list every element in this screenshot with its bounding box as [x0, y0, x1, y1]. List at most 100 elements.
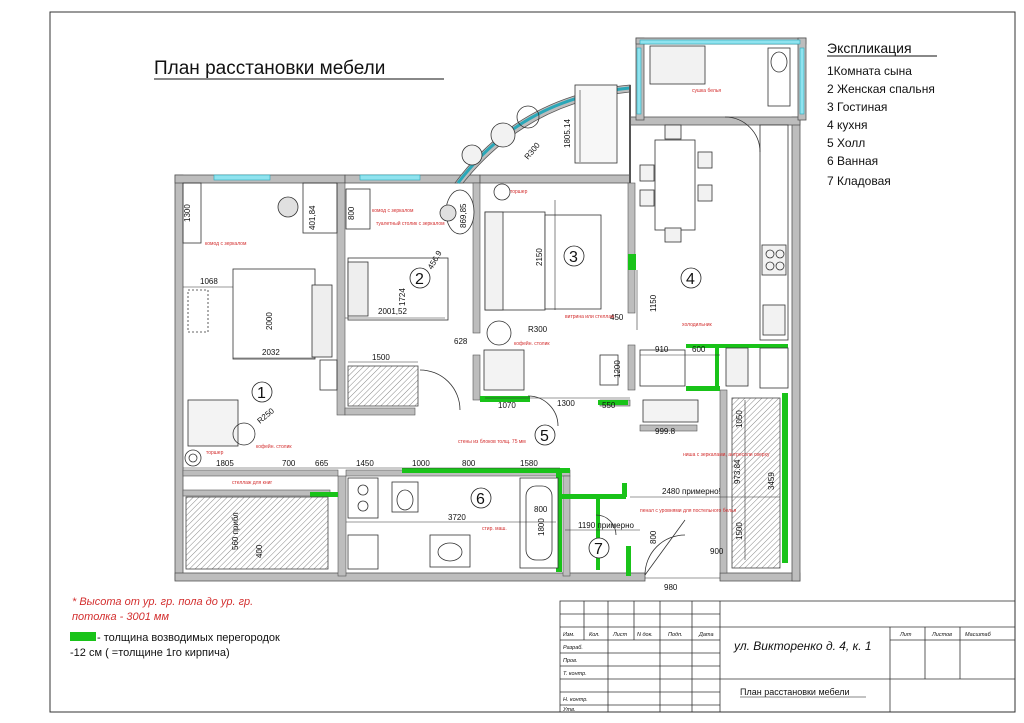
dim-2032: 2032 [262, 348, 280, 357]
note-vanity: туалетный столик с зеркалом [376, 220, 445, 227]
dim-800d: 800 [649, 530, 658, 544]
dim-1805-14: 1805.14 [563, 119, 572, 148]
title-block [559, 600, 1016, 713]
tb-row: Утв. [562, 707, 576, 713]
tb-header: Дата [698, 632, 714, 638]
note-floor-lamp: торшер [206, 450, 224, 456]
note-coffee-table: кофейн. столик [256, 443, 292, 450]
dim-1500: 1500 [372, 353, 390, 362]
tb-header: Подп. [668, 632, 683, 638]
tb-header: Кол. [589, 632, 600, 638]
tb-row: Пров. [563, 658, 578, 664]
explication-item: 7 Кладовая [827, 174, 891, 188]
dim-r300: R300 [523, 140, 543, 161]
tb-right-header: Масштаб [965, 632, 992, 638]
title-block-text: Изм. Кол. Лист N док. Подп. Дата Разраб.… [562, 632, 992, 713]
legend-line1: - толщина возводимых перегородок [97, 632, 280, 644]
dim-1150: 1150 [649, 294, 658, 312]
room-number: 4 [686, 271, 695, 288]
dim-1805: 1805 [216, 459, 234, 468]
dim-3720: 3720 [448, 513, 466, 522]
dim-560: 560 прибл [231, 512, 240, 550]
dining-table [654, 139, 696, 231]
explication-item: 5 Холл [827, 136, 865, 150]
dim-999: 999.8 [655, 427, 676, 436]
dim-900: 900 [710, 547, 724, 556]
tb-right-header: Листов [931, 632, 952, 638]
dim-628: 628 [454, 337, 468, 346]
tb-sheet-title: План расстановки мебели [740, 687, 850, 697]
note-bookshelf: стеллаж для книг [232, 480, 272, 486]
dim-3459: 3459 [767, 472, 776, 490]
new-partitions [310, 254, 788, 576]
explication-item: 4 кухня [827, 118, 868, 132]
tb-right-header: Лит [899, 632, 912, 638]
note-cabinet: пенал с уровнями для постельного белья [640, 508, 737, 514]
explication: Экспликация 1Комната сына 2 Женская спал… [827, 40, 937, 188]
tb-row: Разраб. [563, 645, 583, 651]
explication-item: 1Комната сына [827, 64, 912, 78]
note-niche: ниша с зеркалами, антресоли сверху [683, 452, 770, 458]
dim-1070: 1070 [498, 401, 516, 410]
dim-2001: 2001,52 [378, 307, 407, 316]
room-number: 6 [476, 491, 485, 508]
room-number: 1 [257, 385, 266, 402]
note-display-case: витрина или стеллаж [565, 314, 615, 320]
note-walls: стены из блоков толщ. 75 мм [458, 439, 526, 445]
dim-700: 700 [282, 459, 296, 468]
dim-910: 910 [655, 345, 669, 354]
wardrobe-room1 [185, 496, 329, 570]
kitchen-counter [759, 124, 789, 341]
bathroom-fixtures [347, 477, 559, 570]
page-title: План расстановки мебели [154, 58, 385, 79]
dim-973: 973.84 [733, 459, 742, 484]
dim-1050: 1050 [735, 410, 744, 428]
note-dresser: комод с зеркалом [205, 241, 247, 247]
legend-line2: -12 см ( =толщине 1го кирпича) [70, 647, 230, 659]
dim-r300b: R300 [528, 325, 548, 334]
tb-header: N док. [637, 632, 653, 638]
dim-980: 980 [664, 583, 678, 592]
dim-1450: 1450 [356, 459, 374, 468]
balcony-furniture [461, 45, 791, 166]
dim-600: 600 [692, 345, 706, 354]
dim-2000: 2000 [265, 312, 274, 330]
dim-550: 550 [602, 401, 616, 410]
legend-swatch [70, 632, 96, 641]
bed-room1 [232, 268, 316, 360]
dim-1724: 1724 [398, 288, 407, 306]
dimension-labels: 1300 1068 2000 2032 800 1724 2001,52 150… [183, 119, 776, 592]
dimension-lines [183, 90, 780, 579]
dim-869: 869,85 [459, 203, 468, 228]
hall-wardrobe [731, 397, 781, 569]
tb-row: Т. контр. [563, 671, 587, 677]
height-note-line2: потолка - 3001 мм [72, 611, 169, 623]
wardrobe-room2 [347, 365, 419, 407]
dim-1580: 1580 [520, 459, 538, 468]
note-coffee-table-2: кофейн. столик [514, 340, 550, 347]
explication-item: 3 Гостиная [827, 100, 887, 114]
dim-1190: 1190 примерно [578, 521, 634, 530]
room1-furniture [182, 182, 338, 467]
dim-400: 400 [255, 544, 264, 558]
dim-2150: 2150 [535, 248, 544, 266]
note-floor-lamp-2: торшер [510, 189, 528, 195]
explication-heading: Экспликация [827, 40, 912, 56]
room-number: 5 [540, 428, 549, 445]
dim-800c: 800 [534, 505, 548, 514]
sheet-frame [49, 11, 1016, 713]
room-number: 7 [594, 541, 603, 558]
dim-1800: 1800 [537, 518, 546, 536]
room-number: 3 [569, 249, 578, 266]
dim-2480: 2480 примерно! [662, 487, 721, 496]
kitchen-furniture [639, 124, 789, 423]
dim-1200: 1200 [613, 360, 622, 378]
room-number: 2 [415, 271, 424, 288]
room-labels: 1 2 3 4 5 6 7 [251, 245, 702, 559]
dim-665: 665 [315, 459, 329, 468]
tb-header: Изм. [563, 632, 575, 638]
height-note-line1: * Высота от ур. гр. пола до ур. гр. [72, 596, 253, 608]
dim-1068: 1068 [200, 277, 218, 286]
note-dresser-2: комод с зеркалом [372, 208, 414, 214]
